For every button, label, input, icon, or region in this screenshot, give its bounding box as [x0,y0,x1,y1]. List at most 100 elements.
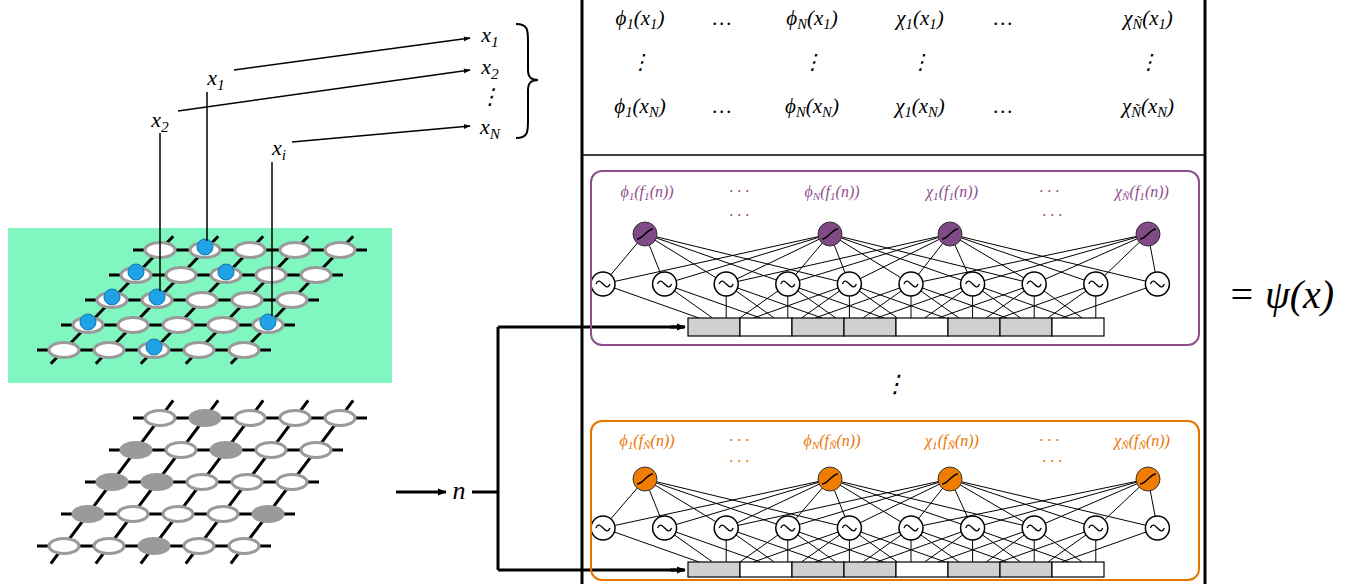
text-part: ) [1166,6,1173,30]
text-part: (f [1129,432,1139,449]
lattice-site [277,293,307,308]
hidden-neuron [591,272,615,296]
activation-glyph [1089,281,1103,287]
text-part: ⋮ [883,371,907,397]
text-part: (f [939,183,949,200]
subscript: Ñ [1131,104,1141,120]
coordinate-label: x2 [481,56,498,78]
wavefunction-label: = ψ(x) [1228,275,1334,315]
hidden-neuron [714,272,738,296]
determinant-bar [1204,0,1207,584]
output-label: · · · [729,184,749,200]
activation-glyph [596,281,610,287]
lattice-site [184,539,214,554]
lattice-site [166,268,196,283]
activation-glyph [966,525,980,531]
weight [1000,284,1096,318]
subscript: 1 [823,16,830,32]
lattice-site [142,475,172,490]
lattice-site [301,443,331,458]
weight [603,528,699,562]
activation-glyph [1027,281,1041,287]
lattice-site [235,243,265,258]
output-label: · · · [1039,184,1059,200]
text-part: χ [1114,432,1121,449]
subscript: 1 [626,16,633,32]
text-part: ϕ [619,432,627,449]
text-part: ⋮ [630,50,651,74]
weight [753,528,849,562]
lattice-site [280,411,310,426]
output-neuron [818,467,842,491]
input-arrow [670,326,685,329]
text-part: (x [1142,6,1158,30]
input-arrow [670,569,685,572]
hidden-neuron [1145,272,1169,296]
text-part: x [272,135,282,160]
text-part: … [994,6,1013,30]
text-part: · · · [1042,207,1062,224]
text-part: ) [938,94,945,118]
lattice-site [301,268,331,283]
text-part: ) [832,94,839,118]
subscript: Ñ [947,439,954,451]
lattice-site [121,443,151,458]
lattice-site [229,539,259,554]
particle [80,314,96,330]
weight [603,284,699,318]
output-label: · · · [1039,433,1059,449]
output-label: χÑ(fÑ(n)) [1114,433,1170,449]
hidden-neuron [899,516,923,540]
output-neuron [633,222,657,246]
text-part: ) [657,6,664,30]
output-label: χ1(f1(n)) [926,184,978,200]
lattice-site [325,411,355,426]
hidden-neuron [899,272,923,296]
input-cell [740,562,792,577]
text-part: χ [925,432,932,449]
hidden-neuron [837,272,861,296]
subscript: N [490,125,500,142]
matrix-entry: ϕN(x1) [786,8,837,29]
text-part: (f [938,432,948,449]
matrix-entry: ϕ1(x1) [616,8,665,29]
text-part: · · · [1039,183,1059,200]
output-label: · · · [729,433,749,449]
lattice-site [118,507,148,522]
subscript: 1 [628,439,634,451]
activation-glyph [842,525,856,531]
text-part: · · · [729,453,749,470]
lattice-site [253,507,283,522]
weight [788,479,950,528]
subscript: N [1157,104,1167,120]
text-part: ⋮ [1138,50,1159,74]
weight [788,234,950,284]
input-cell [1052,562,1104,577]
coordinate-label: x1 [481,24,498,46]
activation-glyph [781,281,795,287]
output-label: ϕ1(fÑ(n)) [619,433,674,449]
lattice-site [277,475,307,490]
text-part: (x [1141,94,1157,118]
hidden-neuron [961,272,985,296]
subscript: N [797,16,807,32]
activation-glyph [1089,525,1103,531]
text-part: x [151,107,161,132]
text-part: (n)) [1146,432,1170,449]
matrix-entry: χ1(xN) [895,96,945,117]
subscript: N [928,104,938,120]
text-part: · · · [729,432,749,449]
activation-glyph [904,525,918,531]
subscript: 1 [929,16,936,32]
text-part: · · · [1039,432,1059,449]
hidden-neuron [961,516,985,540]
lattice-site [325,243,355,258]
activation-glyph [719,525,733,531]
text-part: x [207,65,217,90]
lattice-site [256,268,286,283]
text-part: (n)) [955,432,979,449]
input-cell [792,562,844,577]
lattice-site [232,475,262,490]
text-part: ⋮ [479,84,501,109]
